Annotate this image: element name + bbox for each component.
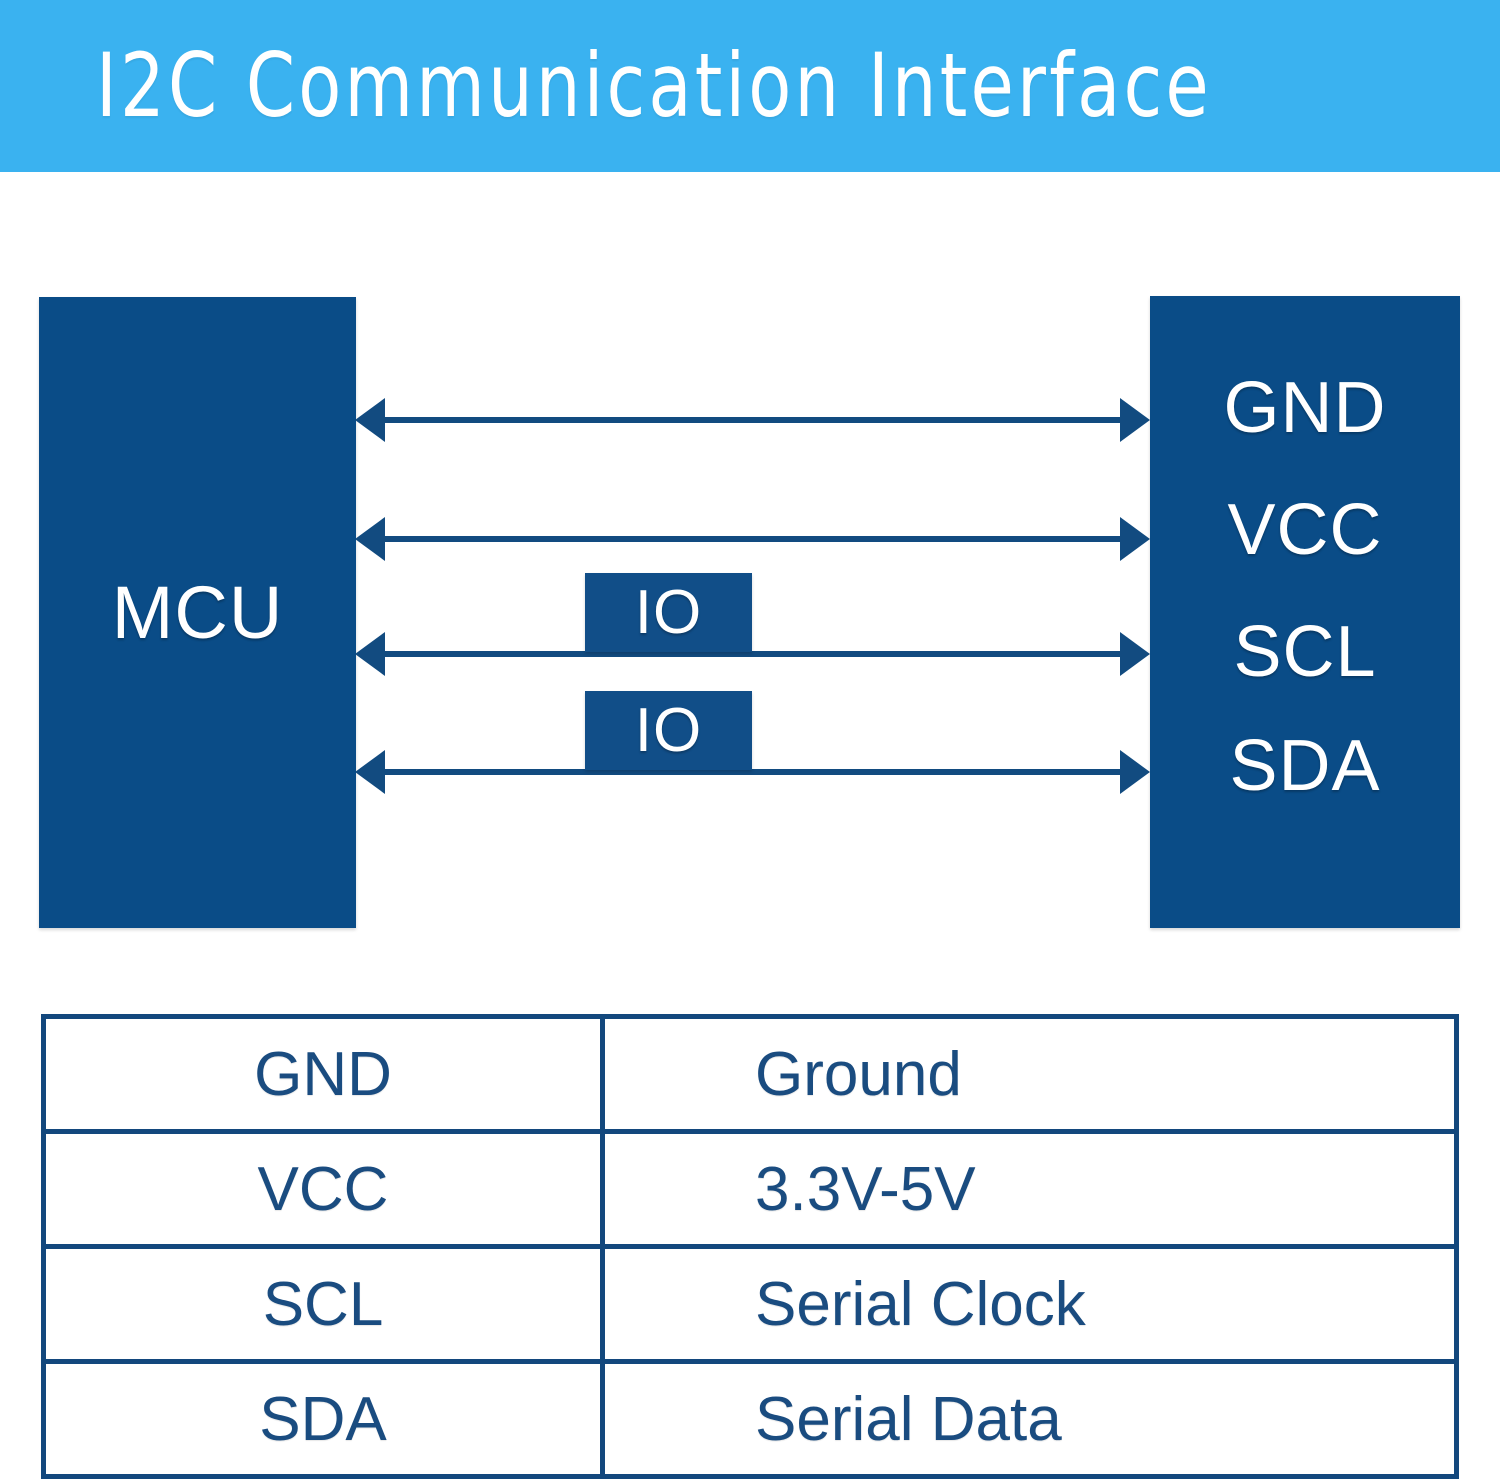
i2c-block-diagram: MCU IO IO GND VCC SCL SDA [0,172,1500,1002]
bus-line-sda [355,750,1150,794]
table-cell-signal: VCC [41,1129,605,1249]
table-cell-description: Serial Data [600,1359,1459,1479]
table-cell-description: 3.3V-5V [600,1129,1459,1249]
bus-shaft [381,417,1124,423]
bus-shaft [381,651,1124,657]
bus-line-gnd [355,398,1150,442]
arrowhead-right-icon [1120,632,1150,676]
device-pin-gnd: GND [1223,368,1387,448]
arrowhead-right-icon [1120,398,1150,442]
device-pin-scl: SCL [1233,612,1377,692]
table-cell-signal: SCL [41,1244,605,1364]
arrowhead-left-icon [355,398,385,442]
arrowhead-right-icon [1120,517,1150,561]
table-row: GND Ground [41,1014,1459,1134]
device-block: GND VCC SCL SDA [1150,296,1460,928]
device-pin-vcc: VCC [1227,490,1383,570]
io-tag-scl: IO [585,573,752,652]
mcu-block: MCU [39,297,356,928]
table-cell-signal: SDA [41,1359,605,1479]
page-title: I2C Communication Interface [96,34,1212,137]
arrowhead-right-icon [1120,750,1150,794]
io-tag-sda: IO [585,691,752,770]
mcu-block-label: MCU [111,571,284,654]
pin-description-table: GND Ground VCC 3.3V-5V SCL Serial Clock … [41,1014,1459,1479]
table-cell-description: Serial Clock [600,1244,1459,1364]
table-cell-description: Ground [600,1014,1459,1134]
table-row: SDA Serial Data [41,1359,1459,1479]
bus-shaft [381,536,1124,542]
table-row: SCL Serial Clock [41,1244,1459,1364]
device-pin-list: GND VCC SCL SDA [1150,296,1460,928]
bus-line-vcc [355,517,1150,561]
arrowhead-left-icon [355,750,385,794]
bus-line-scl [355,632,1150,676]
bus-shaft [381,769,1124,775]
table-row: VCC 3.3V-5V [41,1129,1459,1249]
table-cell-signal: GND [41,1014,605,1134]
arrowhead-left-icon [355,517,385,561]
device-pin-sda: SDA [1229,726,1381,806]
header-banner: I2C Communication Interface [0,0,1500,172]
arrowhead-left-icon [355,632,385,676]
